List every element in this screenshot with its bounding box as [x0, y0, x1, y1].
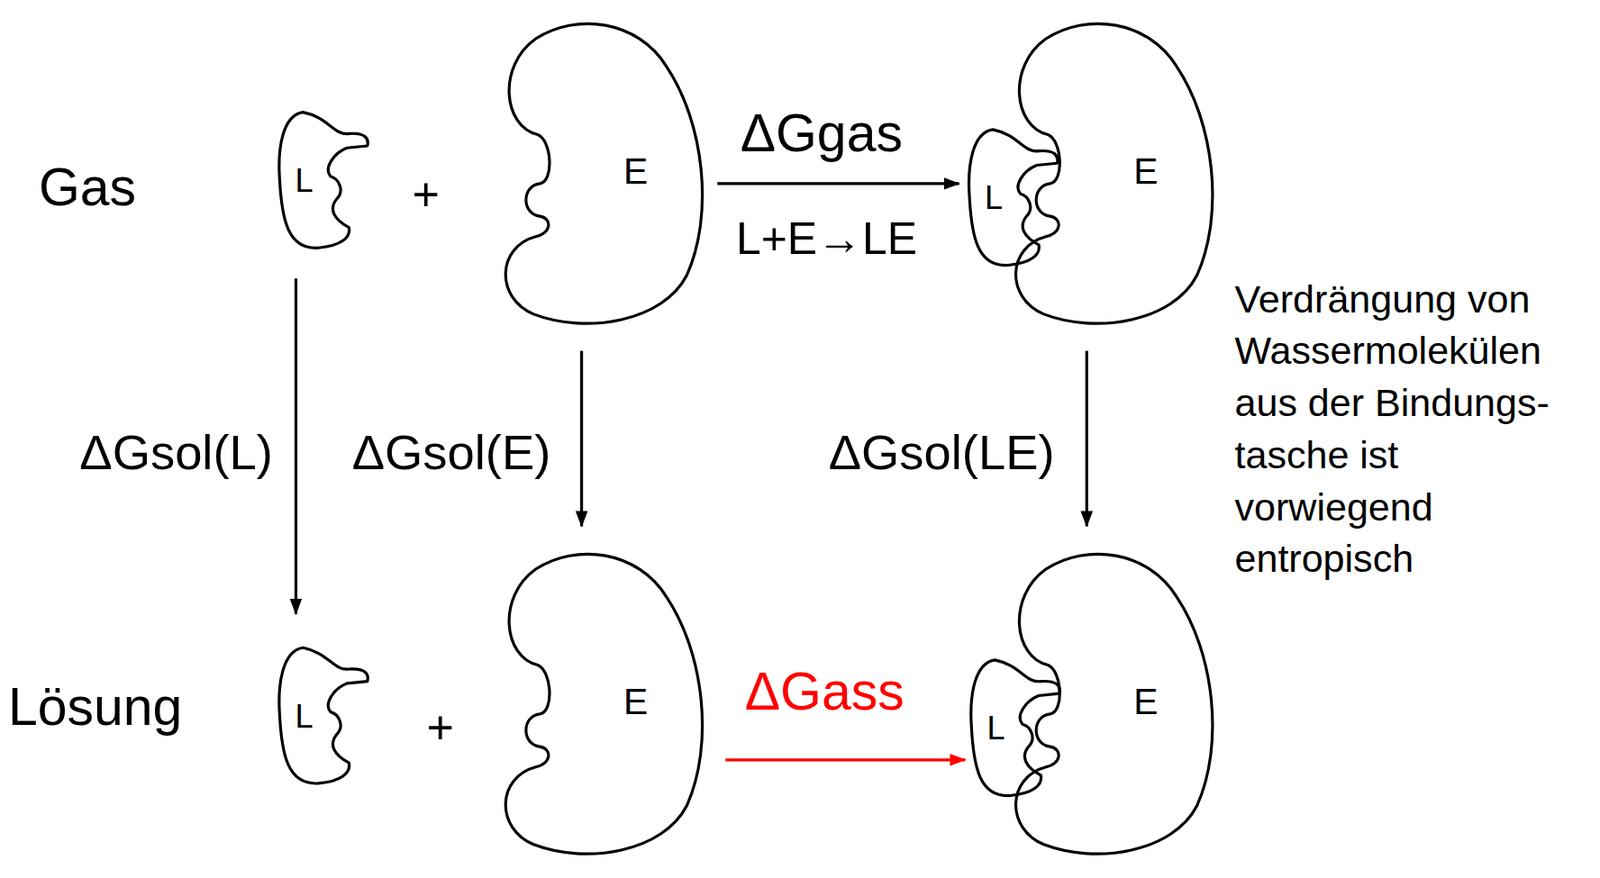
plus-sign: + [412, 171, 440, 219]
enzyme-shape: E [1005, 551, 1220, 858]
blob-outline [969, 654, 1062, 799]
edge-label-holder: ΔGsol(LE) [828, 428, 1055, 478]
blob-path [505, 554, 702, 855]
molecule-letter: L [294, 700, 313, 733]
blob-outline [277, 643, 370, 787]
blob-path [505, 23, 702, 324]
label-holder: + [412, 171, 440, 219]
enzyme-shape: E [494, 20, 710, 328]
ligand-shape: L [967, 124, 1060, 268]
free-energy-label: ΔGsol(E) [352, 428, 552, 478]
label-holder: Verdrängung von Wassermolekülen aus der … [1235, 273, 1588, 587]
free-energy-label: ΔGsol(L) [79, 428, 273, 478]
plus-sign: + [426, 704, 454, 752]
molecule-letter: E [1133, 683, 1158, 721]
blob-outline [494, 551, 710, 858]
enzyme-shape: E [1005, 20, 1220, 328]
label-holder: Gas [38, 160, 137, 214]
molecule-letter: E [623, 153, 648, 191]
blob-path [1016, 554, 1213, 855]
ligand-shape: L [969, 654, 1062, 799]
edge-label-holder: ΔGsol(E) [352, 428, 552, 478]
ligand-shape: L [277, 643, 370, 787]
molecule-letter: E [1133, 153, 1158, 191]
blob-path [971, 660, 1060, 797]
free-energy-label: ΔGsol(LE) [828, 428, 1055, 478]
label-holder: + [426, 704, 454, 752]
blob-path [969, 129, 1058, 266]
edge-label-holder: ΔGass [745, 664, 905, 719]
label-holder: Lösung [8, 680, 182, 734]
molecule-letter: L [294, 163, 313, 197]
blob-outline [1005, 551, 1220, 858]
enzyme-shape: E [494, 551, 710, 858]
blob-outline [967, 124, 1060, 268]
edge-label-holder: ΔGgas [740, 106, 903, 160]
annotation-note: Verdrängung von Wassermolekülen aus der … [1235, 273, 1588, 587]
blob-outline [494, 20, 710, 328]
reaction-equation: L+E→LE [736, 216, 918, 262]
edge-label-holder: ΔGsol(L) [79, 428, 273, 478]
ligand-shape: L [277, 107, 370, 251]
reaction-arrow [717, 181, 959, 185]
blob-path [279, 112, 368, 249]
row-label: Lösung [8, 680, 182, 734]
reaction-arrow [1085, 351, 1089, 528]
blob-path [1016, 23, 1213, 324]
blob-outline [1005, 20, 1220, 328]
row-label: Gas [38, 160, 137, 214]
molecule-letter: L [986, 712, 1005, 746]
free-energy-label: ΔGgas [740, 106, 903, 160]
molecule-letter: L [984, 181, 1003, 215]
reaction-arrow [294, 278, 298, 615]
free-energy-label: ΔGass [745, 664, 905, 719]
blob-path [279, 647, 368, 784]
blob-outline [277, 107, 370, 251]
reaction-arrow [580, 351, 583, 528]
label-holder: L+E→LE [736, 216, 918, 262]
molecule-letter: E [623, 683, 648, 721]
reaction-arrow [725, 758, 965, 762]
